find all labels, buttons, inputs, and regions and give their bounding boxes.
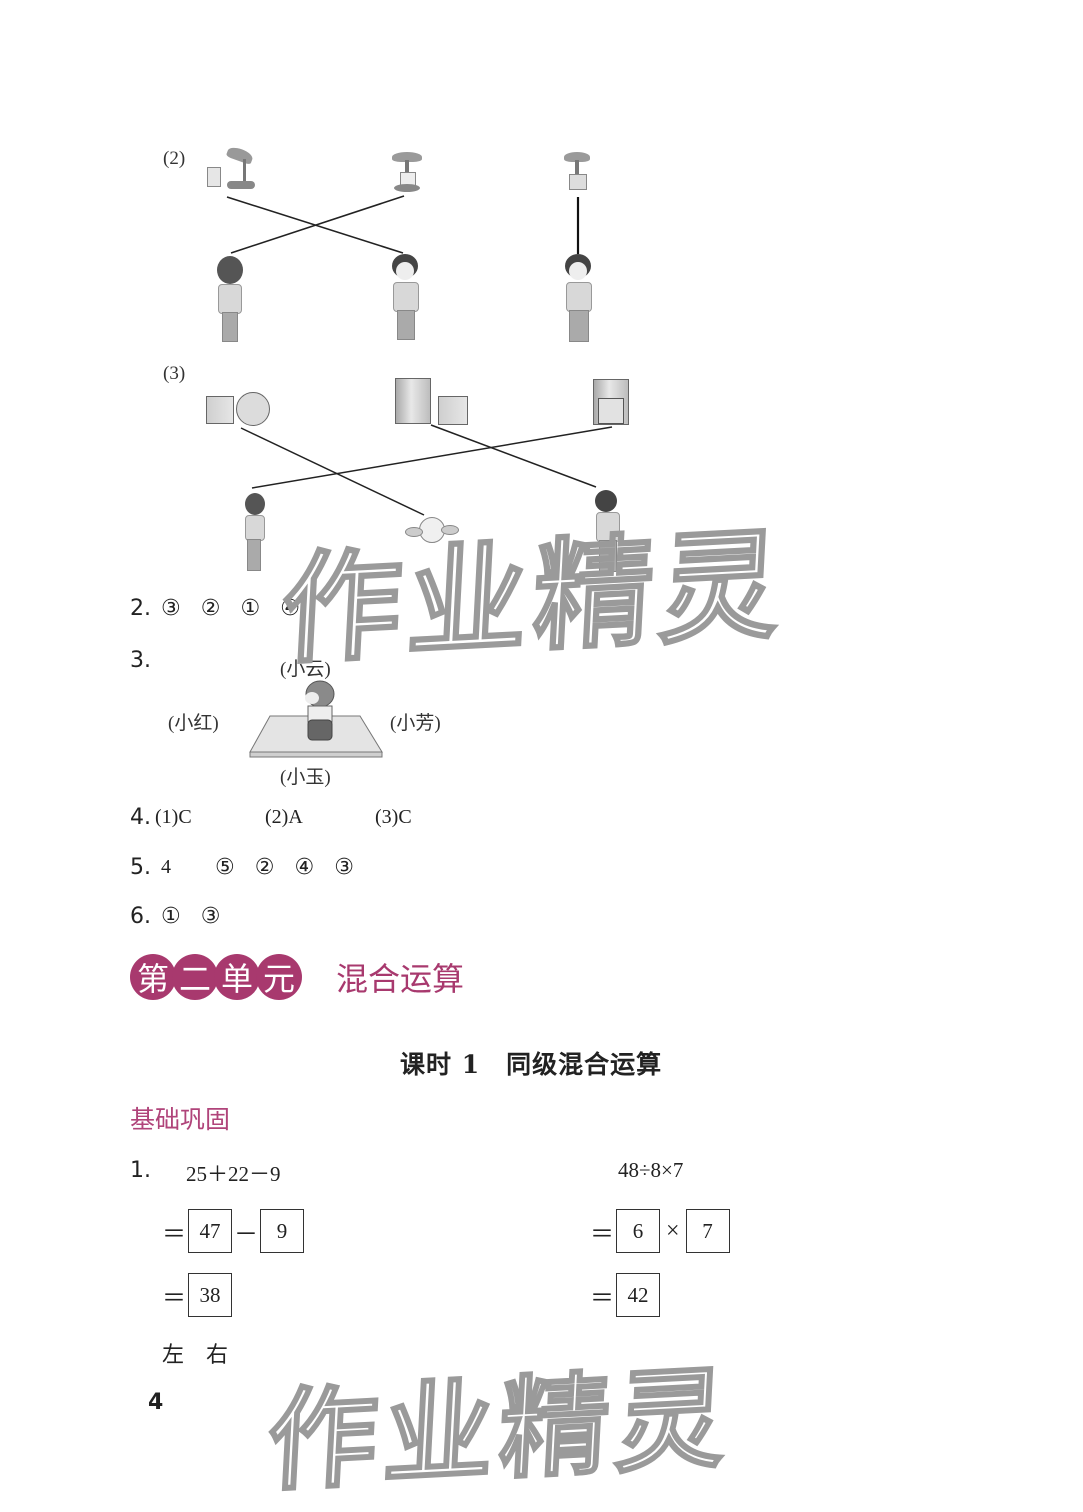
equals-sign: ＝ [162,1285,186,1312]
label-right-xiaofang: (小芳) [390,713,441,734]
square-shape [206,396,234,424]
equals-sign: ＝ [590,1285,614,1312]
operator: × [666,1217,680,1244]
left-expression: 25＋22－9 [186,1162,281,1186]
lesson-title: 课时 1 同级混合运算 [400,1050,663,1079]
answer-box: 47 [188,1209,232,1253]
answer-item: (3)C [375,806,412,828]
sub-question-label-2: (2) [163,148,186,169]
answer-item: ③ [161,596,181,621]
answer-box: 6 [616,1209,660,1253]
lamp-front-view-figure [392,152,422,194]
unit-badge-char: 元 [256,954,302,1000]
right-step-1: ＝ 6 × 7 [590,1209,730,1253]
question-number: 4. [130,805,151,830]
answer-item: (1)C [155,806,192,828]
sub-question-label-3: (3) [163,363,186,384]
equals-sign: ＝ [590,1221,614,1248]
answer-item: ⑤ [215,855,235,880]
answer-item: ② [200,596,221,621]
answer-box: 7 [685,1209,730,1253]
section-title: 基础巩固 [130,1105,231,1134]
page-number: 4 [148,1390,164,1415]
question-number: 6. [130,904,151,929]
unit-heading: 第 二 单 元 混合运算 [130,954,464,1000]
question-5-row: 5. 4 ⑤ ② ④ ③ [130,855,374,880]
left-step-1: ＝ 47 － 9 [162,1209,304,1253]
matching-lines [226,195,613,516]
unit-badge-char: 二 [172,954,218,1000]
bird-figure [405,515,459,555]
square-shape-2 [438,396,468,425]
answer-box: 9 [260,1209,304,1253]
answer-item: ① [161,904,181,929]
cylinder-with-square-shape [593,379,629,425]
table-with-bear-figure [248,678,384,760]
boy-side-view-figure [237,493,269,573]
question-number: 5. [130,855,151,880]
girl-back-view-figure [590,490,630,574]
answer-item: ③ [200,904,221,929]
circle-shape [236,392,270,426]
right-expression: 48÷8×7 [618,1158,684,1182]
question-4-row: 4. (1)C (2)A (3)C [130,805,412,830]
lamp-side-view-figure [205,144,255,195]
answer-item: ④ [280,596,300,621]
girl-waving-figure [555,254,597,344]
lamp-top-view-figure [564,152,590,192]
girl-front-view-figure [387,254,423,342]
right-step-2: ＝ 42 [590,1273,660,1317]
watermark-text: 作业精灵 [263,1352,736,1507]
answer-item: ① [240,596,261,621]
left-step-2: ＝ 38 [162,1273,232,1317]
question-number: 3. [130,648,151,673]
answer-item: (2)A [265,806,303,828]
question-2-row: 2. ③ ② ① ④ [130,596,320,621]
answer-count: 4 [161,856,171,878]
label-top-xiaoyun: (小云) [280,659,331,680]
answer-box: 38 [188,1273,232,1317]
answer-item: ④ [294,855,315,880]
pen-holder-icon [207,167,221,187]
cylinder-front-shape [395,378,431,424]
boy-back-view-figure [215,256,247,342]
table-icon [249,680,383,758]
question-number: 2. [130,596,151,621]
question-number: 1. [130,1158,151,1183]
unit-badge-char: 单 [214,954,260,1000]
order-answer: 左 右 [162,1342,229,1367]
unit-title: 混合运算 [336,960,465,998]
label-bottom-xiaoyu: (小玉) [280,767,331,788]
question-6-row: 6. ① ③ [130,904,240,929]
equals-sign: ＝ [162,1221,186,1248]
answer-box: 42 [616,1273,660,1317]
answer-item: ② [254,855,275,880]
operator: － [234,1221,258,1248]
answer-item: ③ [334,855,354,880]
label-left-xiaohong: (小红) [168,713,219,734]
unit-badge-char: 第 [130,954,176,1000]
